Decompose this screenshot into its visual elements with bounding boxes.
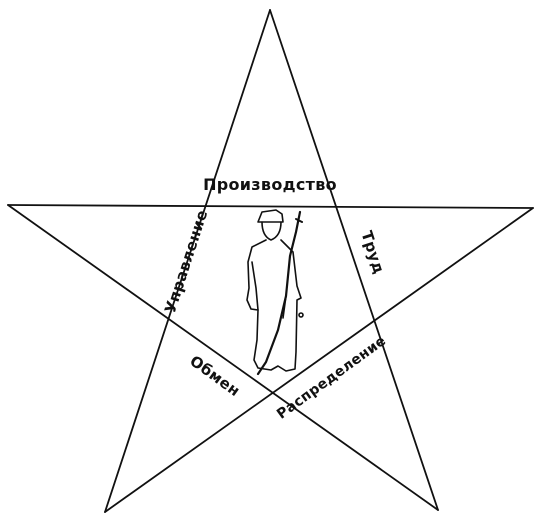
star-line-left-to-right	[8, 205, 533, 208]
label-labor: Труд	[357, 229, 388, 276]
star-line-right-to-bottom-left	[105, 208, 533, 512]
star-line-top-to-bottom-right	[270, 10, 438, 510]
pentagram-lines	[8, 10, 533, 512]
label-exchange: Обмен	[186, 352, 243, 400]
label-management: Управление	[161, 208, 211, 316]
soldier-with-rifle-icon	[247, 210, 303, 374]
label-production: Производство	[203, 175, 337, 194]
label-distribution: Распределение	[274, 333, 389, 423]
